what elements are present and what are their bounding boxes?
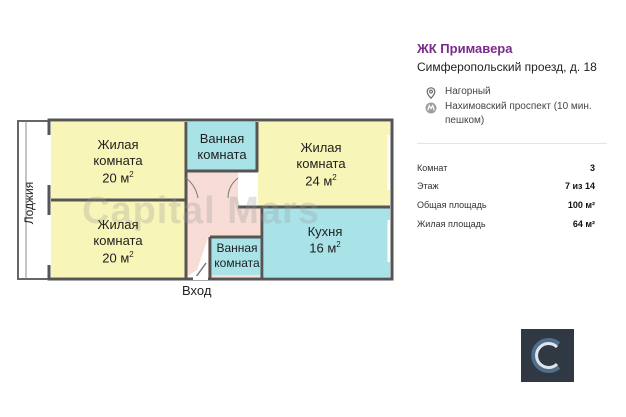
floor-plan-drawing (17, 118, 394, 281)
location-pin-icon (425, 86, 437, 100)
address: Симферопольский проезд, д. 18 (417, 60, 597, 74)
room-living-2 (51, 201, 186, 277)
param-row-total-area: Общая площадь 100 м² (417, 200, 595, 210)
metro-icon (425, 101, 437, 114)
district-row: Нагорный (425, 85, 491, 100)
divider (417, 143, 607, 144)
metro-row: Нахимовский проспект (10 мин. пешком) (425, 100, 610, 128)
room-bath-2 (212, 238, 262, 275)
metro-station: Нахимовский проспект (10 мин. пешком) (445, 101, 592, 126)
param-row-rooms: Комнат 3 (417, 163, 595, 173)
room-kitchen (264, 208, 390, 277)
loggia (17, 120, 51, 280)
capital-mars-logo-icon (521, 329, 574, 382)
room-label-living-3: Жилая комната 24 м2 (296, 140, 346, 188)
room-bath-1 (188, 122, 256, 170)
room-living-1 (51, 122, 186, 199)
room-label-bath-2: Ванная комната (214, 241, 260, 270)
complex-name-link[interactable]: ЖК Примавера (417, 41, 513, 56)
param-row-floor: Этаж 7 из 14 (417, 181, 595, 191)
floor-plan: Capital Mars Жилая комната 20 м2 Жилая к… (17, 118, 394, 298)
loggia-label: Лоджия (22, 181, 36, 225)
entry-label: Вход (182, 283, 212, 298)
room-label-kitchen: Кухня 16 м2 (307, 224, 343, 256)
room-label-living-1: Жилая комната 20 м2 (93, 137, 143, 185)
param-row-living-area: Жилая площадь 64 м² (417, 219, 595, 229)
room-living-3 (258, 122, 390, 206)
room-label-bath-1: Ванная комната (197, 131, 247, 163)
district-name: Нагорный (445, 86, 491, 97)
room-label-living-2: Жилая комната 20 м2 (93, 217, 143, 265)
